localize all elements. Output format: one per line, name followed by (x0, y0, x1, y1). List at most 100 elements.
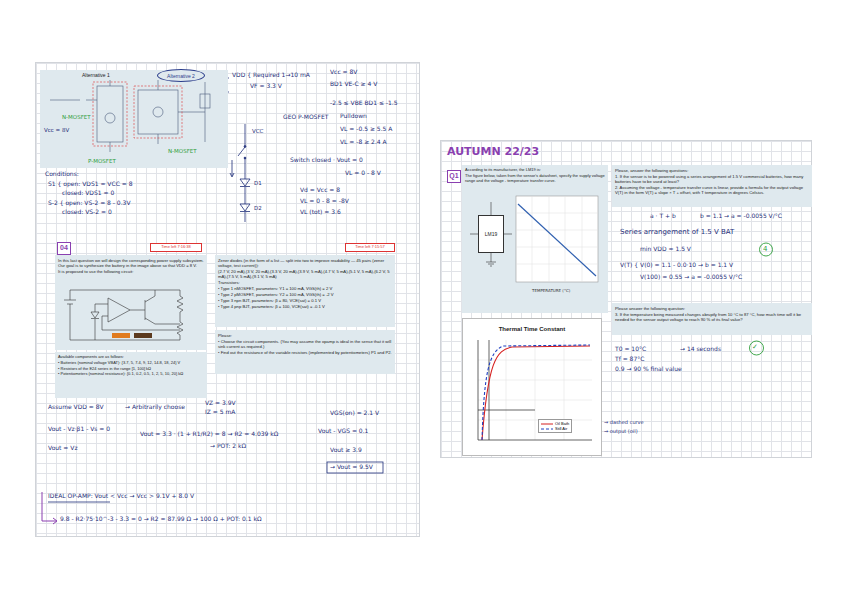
handwritten-note: VZ = 3.9V (205, 400, 236, 407)
handwritten-note: Vout = 3.3 · (1 + R1/R2) = 8 → R2 = 4.03… (140, 431, 278, 438)
handwritten-note: S1 { open: VDS1 = VCC = 8 (48, 181, 133, 188)
chart-panel: Thermal Time Constant (462, 318, 602, 456)
section-number: 04 (57, 242, 71, 255)
handwritten-note: → Vout = 9.5V (330, 464, 373, 471)
node-text: 3. If the temperature being measured cha… (615, 312, 809, 322)
handwritten-note: N-MOSFET (62, 114, 91, 120)
handwritten-note: closed: VDS1 = 0 (62, 190, 114, 197)
node-text: • Resistors of the E24 series in the ran… (58, 367, 204, 372)
sensor-block: LM19 (478, 215, 504, 253)
handwritten-note: → dashed curve (604, 420, 644, 426)
chart-legend: Oil BathStill Air (538, 419, 572, 433)
handwritten-note: Vout = Vz (48, 445, 78, 452)
handwritten-note: N-MOSFET (168, 148, 197, 154)
handwritten-note: 4 (763, 245, 767, 253)
node-text: Alternative 1 (82, 72, 226, 78)
handwritten-note: b = 1.1 → a = -0.0055 V/°C (700, 213, 782, 220)
handwritten-note: BD1 VE-C ≥ 4 V (330, 81, 377, 88)
node-text: • Type 3 npn BJT, parameters: β = 80, VC… (218, 298, 392, 303)
section-number: Q1 (447, 170, 461, 183)
handwritten-note: 0.9 → 90 % final value (615, 366, 682, 373)
handwritten-note: T0 = 10°C (615, 346, 646, 353)
handwritten-note: ✓ (752, 343, 758, 351)
components-panel: Available components are as follows:• Ba… (55, 352, 207, 398)
handwritten-note: VL = -8 ≥ 2.4 A (340, 139, 387, 146)
node-text: Transistors: (218, 280, 392, 285)
handwritten-note: VCC (252, 128, 263, 134)
node-text: LM19 (485, 231, 498, 237)
handwritten-note: VL = 0 - 8 = -8V (300, 198, 349, 205)
handwritten-note: V(100) = 0.55 → a = -0.0055 V/°C (640, 274, 742, 281)
node-text: Zener diodes (in the form of a list — sp… (218, 258, 392, 268)
handwritten-note: Vd = Vcc = 8 (300, 187, 340, 194)
question-panel: In this last question we will design the… (55, 255, 207, 350)
node-text: Time left 7:15:57 (355, 245, 385, 250)
handwritten-note: closed: VS-2 = 0 (62, 209, 112, 216)
handwritten-note: AUTUMN 22/23 (447, 146, 539, 159)
handwritten-note: Switch closed · Vout = 0 (290, 157, 363, 164)
node-text: 2. Assuming the voltage - temperature tr… (615, 185, 809, 195)
questions-panel: Please, answer the following questions:1… (612, 165, 812, 207)
node-text: • Find out the resistance of the variabl… (218, 350, 392, 355)
node-text: 1. If the sensor is to be powered using … (615, 174, 809, 184)
circled-heading: Alternative 2 (157, 69, 205, 82)
node-text: Time left 7:16:38 (161, 245, 191, 250)
handwritten-note: Conditions: (45, 171, 79, 178)
handwritten-note: IZ = 5 mA (205, 409, 235, 416)
legend-line (541, 422, 553, 426)
handwritten-note: Assume VDD = 8V (48, 404, 104, 411)
handwritten-note: VF = 3.3 V (250, 83, 282, 90)
handwritten-note: Tf = 87°C (615, 356, 644, 363)
node-text: • Batteries (nominal voltage VBAT): {3.7… (58, 361, 204, 366)
timer-badge: Time left 7:15:57 (345, 243, 395, 252)
instructions-panel: Please:• Choose the circuit components. … (215, 330, 395, 374)
handwritten-note: GEO P-MOSFET (283, 114, 328, 121)
node-text: Alternative 2 (167, 73, 195, 79)
legend-line (541, 427, 553, 431)
handwritten-note: IDEAL OP-AMP: Vout < Vcc → Vcc > 9.1V + … (48, 493, 194, 500)
node-text: Please: (218, 333, 392, 338)
node-text: In this last question we will design the… (58, 258, 204, 268)
node-text: • Type 4 pnp BJT, parameters: β = 100, V… (218, 304, 392, 309)
handwritten-note: → 14 seconds (680, 346, 721, 353)
handwritten-note: D2 (254, 205, 262, 211)
handwritten-note: Vcc = 8V (330, 69, 357, 76)
node-text: • Potentiometers (nominal resistance): {… (58, 372, 204, 377)
legend-text: Still Air (555, 426, 567, 431)
handwritten-note: → POT: 2 kΩ (210, 443, 246, 450)
node-text: Please answer the following question: (615, 306, 809, 311)
node-text: Please, answer the following questions: (615, 168, 809, 173)
node-text: The figure below, taken from the sensor'… (465, 174, 605, 184)
handwritten-note: VL = -0.5 ≥ 5.5 A (340, 126, 392, 133)
handwritten-note: Vout ≥ 3.9 (330, 447, 362, 454)
node-text: According to its manufacturer, the LM19 … (465, 168, 605, 173)
handwritten-note: P-MOSFET (88, 158, 116, 164)
node-text: 04 (60, 244, 68, 252)
handwritten-note: VDD { Required 1→10 mA (232, 72, 310, 79)
question-panel: Please answer the following question:3. … (612, 303, 812, 335)
node-text: Thermal Time Constant (465, 326, 599, 333)
timer-badge: Time left 7:16:38 (150, 243, 202, 252)
handwritten-note: S-2 { open: VS-2 = 8 - 0.3V (48, 200, 131, 207)
node-text: • Type 2 pMOSFET, parameters: Y2 = 100 m… (218, 292, 392, 297)
handwritten-note: → Arbitrarily choose (125, 404, 185, 411)
node-text: (2.7 V, 20 mA),(3 V, 20 mA),(3.3 V, 20 m… (218, 269, 392, 279)
node-text: Available components are as follows: (58, 355, 204, 360)
handwritten-note: Pulldown (340, 113, 367, 120)
handwritten-note: min VDD = 1.5 V (640, 246, 691, 253)
handwritten-note: Series arrangement of 1.5 V BAT (620, 228, 734, 236)
handwritten-note: → output (oil) (604, 429, 638, 435)
handwritten-note: 9.8 - R2·75·10^-3 - 3.3 = 0 → R2 = 87.99… (60, 516, 262, 523)
handwritten-note: VGS(on) = 2.1 V (330, 410, 379, 417)
handwritten-note: TEMPERATURE (°C) (532, 289, 570, 294)
legend-text: Oil Bath (555, 421, 569, 426)
zener-panel: Zener diodes (in the form of a list — sp… (215, 255, 395, 327)
handwritten-note: a · T + b (650, 213, 676, 220)
handwritten-note: V(T) { V(0) = 1.1 - 0.0·10 → b = 1.1 V (620, 262, 733, 269)
node-text: • Choose the circuit components. (You ma… (218, 339, 392, 349)
handwritten-note: -2.5 ≤ VBE BD1 ≤ -1.5 (330, 100, 398, 107)
node-text: • Type 1 nMOSFET, parameters: Y1 = 100 m… (218, 286, 392, 291)
